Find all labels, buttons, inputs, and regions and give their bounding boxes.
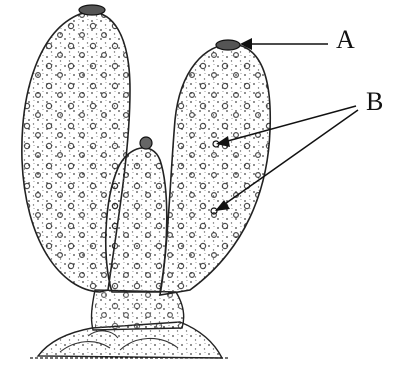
stem-tip-middle (140, 137, 152, 149)
pointer-arrow-a (240, 38, 328, 50)
label-a: A (336, 27, 355, 53)
cactus-trunk (92, 290, 184, 330)
stem-tip-right (216, 40, 240, 50)
stem-tip-left (79, 5, 105, 15)
cactus-stem-right (160, 40, 270, 295)
label-b: B (366, 89, 383, 115)
